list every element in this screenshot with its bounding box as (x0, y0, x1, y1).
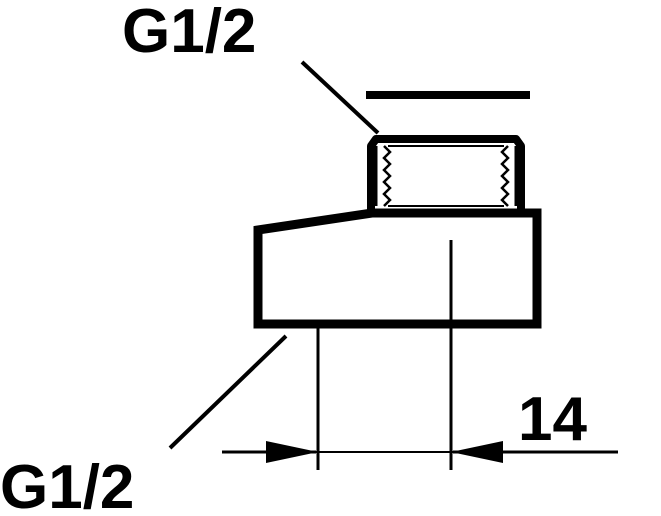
label-thread-top: G1/2 (122, 0, 256, 66)
leader-line-top (300, 60, 380, 135)
label-thread-bottom: G1/2 (0, 453, 134, 516)
dimension-arrow-left (266, 441, 318, 463)
leader-line-bottom (168, 334, 288, 450)
label-offset-dimension: 14 (518, 385, 587, 454)
adapter-body (253, 208, 542, 329)
dimension-arrow-right (451, 441, 503, 463)
upper-thread (367, 135, 525, 217)
dimension-14 (222, 441, 618, 463)
